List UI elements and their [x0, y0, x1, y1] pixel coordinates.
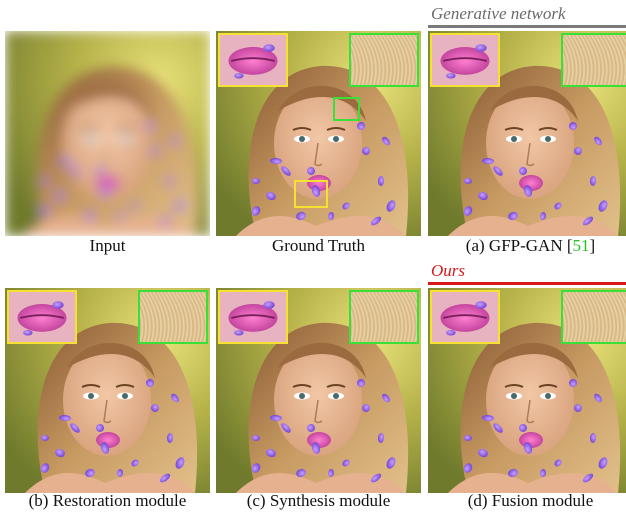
caption-fusion: (d) Fusion module: [467, 491, 594, 510]
lips-zoom-inset: [430, 33, 500, 87]
image-panel-gt: [216, 31, 421, 236]
lips-zoom-inset: [218, 33, 288, 87]
ours-rule: [428, 282, 626, 285]
hair-region-marker: [333, 97, 360, 121]
caption-restoration: (b) Restoration module: [28, 491, 187, 510]
image-panel-input: [5, 31, 210, 236]
image-panel-fusion: [428, 288, 626, 493]
generative-network-rule: [428, 25, 626, 28]
lips-zoom-inset: [218, 290, 288, 344]
ours-label: Ours: [431, 261, 466, 280]
hair-zoom-inset: [561, 290, 626, 344]
citation-link[interactable]: 51: [572, 236, 590, 255]
image-panel-gfpgan: [428, 31, 626, 236]
caption-input: Input: [89, 236, 126, 255]
hair-zoom-inset: [349, 290, 419, 344]
lips-zoom-inset: [430, 290, 500, 344]
image-panel-restoration: [5, 288, 210, 493]
hair-zoom-inset: [561, 33, 626, 87]
caption-suffix: ]: [589, 236, 596, 255]
hair-zoom-inset: [138, 290, 208, 344]
hair-zoom-inset: [349, 33, 419, 87]
generative-network-label: Generative network: [431, 4, 566, 23]
lips-zoom-inset: [7, 290, 77, 344]
caption-gt: Ground Truth: [271, 236, 366, 255]
caption-gfpgan: (a) GFP-GAN [51]: [428, 236, 626, 256]
image-panel-synthesis: [216, 288, 421, 493]
lips-region-marker: [294, 180, 328, 208]
caption-prefix: (a) GFP-GAN [: [465, 236, 573, 255]
caption-synthesis: (c) Synthesis module: [246, 491, 391, 510]
